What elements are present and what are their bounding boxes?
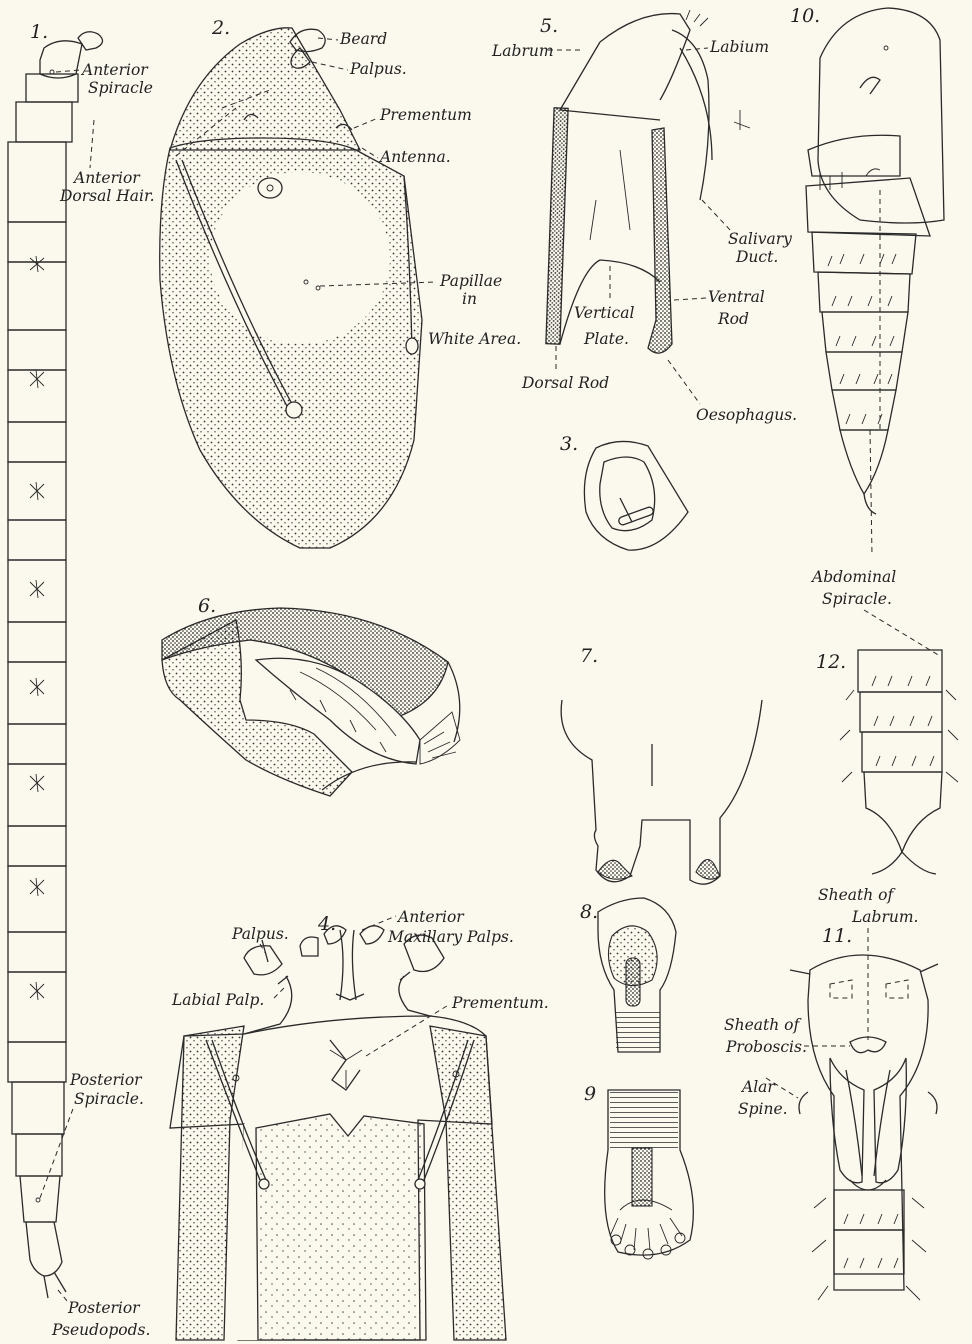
label-antenna: Antenna. [378,148,451,166]
label-prementum-2: Prementum [379,106,472,124]
figure-8-segment: 8. [580,898,676,1052]
figure-12-abdomen: 12. [816,650,958,874]
figure-12-number: 12. [816,651,846,673]
label-papillae-3: White Area. [428,330,521,348]
label-salivary-1: Salivary [728,230,792,248]
label-oesophagus: Oesophagus. [696,406,797,424]
label-anterior-maxillary-2: Maxillary Palps. [387,928,514,946]
label-anterior-spiracle-2: Spiracle [88,79,153,97]
label-anterior-dorsal-hair-2: Dorsal Hair. [59,187,155,205]
figure-7-number: 7. [580,645,598,667]
figure-2-number: 2. [211,17,230,39]
figure-1-number: 1. [30,21,48,43]
label-posterior-pseudopods-1: Posterior [67,1299,141,1317]
figure-11-pupa-ventral: 11. Sheath of Labrum. Sheath of Probosci… [724,886,938,1300]
label-beard: Beard [339,30,387,48]
figure-9-segment: 9 [584,1083,693,1259]
label-posterior-pseudopods-2: Pseudopods. [51,1321,150,1339]
label-prementum-4: Prementum. [451,994,549,1012]
figure-6-mandible: 6. [162,595,460,796]
label-anterior-spiracle-1: Anterior [80,61,149,79]
label-anterior-maxillary-1: Anterior [396,908,465,926]
label-vertical-plate-1: Vertical [574,304,634,322]
label-sheath-labrum-1: Sheath of [818,886,896,904]
figure-9-number: 9 [584,1083,596,1105]
label-ventral-rod-1: Ventral [708,288,765,306]
figure-7-pseudopods: 7. [561,645,762,884]
label-labial-palp: Labial Palp. [171,991,264,1009]
figure-11-number: 11. [822,925,852,947]
figure-5-mouthparts: 5. Labrum Labium Salivary Duct. Ventral … [491,10,797,424]
label-posterior-spiracle-2: Spiracle. [74,1090,144,1108]
label-dorsal-rod: Dorsal Rod [521,374,609,392]
label-ventral-rod-2: Rod [717,310,749,328]
figure-5-number: 5. [540,15,558,37]
label-papillae-2: in [462,290,477,308]
label-sheath-proboscis-2: Proboscis. [725,1038,807,1056]
label-papillae-1: Papillae [439,272,502,290]
figure-2-head: 2. Beard Palpus. Prementum Antenna. Papi… [160,17,521,548]
figure-6-number: 6. [198,595,216,617]
label-alar-spine-1: Alar [740,1078,776,1096]
label-sheath-proboscis-1: Sheath of [724,1016,802,1034]
label-anterior-dorsal-hair-1: Anterior [72,169,141,187]
label-labrum-5: Labrum [491,42,554,60]
label-salivary-2: Duct. [735,248,778,266]
figure-4-ventral-head: 4. Anterior Maxillary Palps. Palpus. Lab… [170,908,549,1340]
label-sheath-labrum-2: Labrum. [851,908,918,926]
figure-3-number: 3. [560,433,578,455]
figure-1-larva: 1. [8,21,155,1339]
figure-10-number: 10. [790,5,820,27]
label-abdominal-spiracle-1: Abdominal [810,568,896,586]
label-palpus-4: Palpus. [231,925,289,943]
label-abdominal-spiracle-2: Spiracle. [822,590,892,608]
figure-10-pupa: 10. Abdominal Spiracle. [790,5,944,656]
label-vertical-plate-2: Plate. [583,330,629,348]
label-alar-spine-2: Spine. [738,1100,788,1118]
label-palpus-2: Palpus. [349,60,407,78]
figure-3-detail: 3. [560,433,688,550]
label-posterior-spiracle-1: Posterior [69,1071,143,1089]
figure-8-number: 8. [580,901,598,923]
label-labium: Labium [709,38,769,56]
